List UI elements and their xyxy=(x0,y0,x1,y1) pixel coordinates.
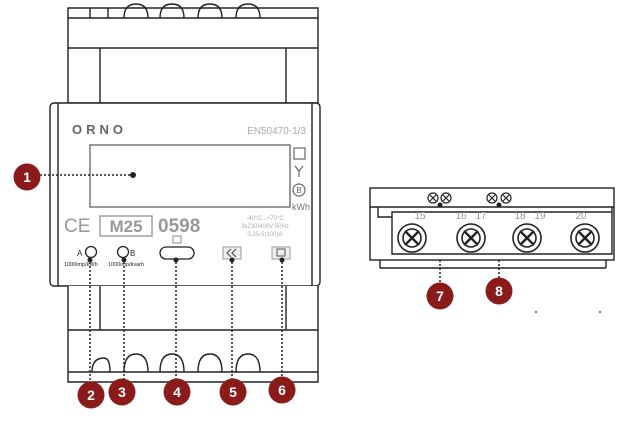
svg-text:8: 8 xyxy=(495,283,503,299)
lcd-display xyxy=(89,144,291,208)
callout-1: 1 xyxy=(13,163,41,191)
terminal-number: 15 xyxy=(414,211,426,222)
svg-text:3: 3 xyxy=(118,384,126,400)
terminal-number: 16 xyxy=(455,211,467,222)
spec-line-3: 0.25-5(100)A xyxy=(247,232,282,238)
contact-screw-group-7 xyxy=(427,192,452,204)
terminal-number: 17 xyxy=(475,211,487,222)
ce-mark: CE xyxy=(64,216,90,237)
svg-text:5: 5 xyxy=(229,384,237,400)
led-b-leader-dot xyxy=(121,257,127,263)
metrology-mark: M25 xyxy=(109,217,142,236)
svg-text:7: 7 xyxy=(436,288,444,304)
spec-line-1: -40°C...+70°C xyxy=(246,216,284,222)
callout-7: 7 xyxy=(426,282,454,310)
page-leader-dot xyxy=(279,257,285,263)
program-button-icon xyxy=(172,235,182,244)
brand-logo-text: ORNO xyxy=(72,122,127,137)
led-a-letter: A xyxy=(77,249,83,258)
callout-3: 3 xyxy=(108,378,136,406)
callout-5: 5 xyxy=(219,378,247,406)
callout-2: 2 xyxy=(77,381,105,409)
screw-8-leader-dot xyxy=(496,202,502,208)
program-leader-dot xyxy=(173,257,179,263)
indicator-b-icon xyxy=(292,183,306,197)
terminal-number: 20 xyxy=(575,211,587,222)
display-leader-dot xyxy=(130,172,136,178)
screw-7-leader-dot xyxy=(437,202,443,208)
led-a-text: 1000imp/kWh xyxy=(64,262,98,268)
notified-body-number: 0598 xyxy=(158,216,200,237)
network-icon xyxy=(294,165,304,177)
svg-text:4: 4 xyxy=(173,384,181,400)
spec-line-2: 3x230/400V 50Hz xyxy=(241,224,289,230)
led-a-icon xyxy=(84,245,98,259)
led-b-icon xyxy=(116,245,130,259)
program-button[interactable] xyxy=(159,246,195,260)
metrology-mark-box xyxy=(99,215,153,237)
scroll-leader-dot xyxy=(229,257,235,263)
callout-4: 4 xyxy=(163,378,191,406)
svg-text:6: 6 xyxy=(278,382,286,398)
double-chevron-left-icon xyxy=(226,248,237,258)
terminal-number: 18 xyxy=(514,211,526,222)
terminal-screws xyxy=(397,223,600,253)
stray-dot xyxy=(535,311,537,313)
stray-dot xyxy=(599,311,601,313)
led-a-leader-dot xyxy=(87,257,93,263)
standard-label: EN50470-1/3 xyxy=(247,126,306,137)
square-icon xyxy=(293,147,306,160)
terminal-number: 19 xyxy=(534,211,546,222)
callout-8: 8 xyxy=(485,277,513,305)
svg-text:1: 1 xyxy=(23,169,31,185)
led-b-text: 1000imp/kvarh xyxy=(108,262,144,268)
svg-text:2: 2 xyxy=(87,387,95,403)
page-icon xyxy=(276,248,286,257)
callout-6: 6 xyxy=(268,376,296,404)
led-b-letter: B xyxy=(130,249,135,258)
contact-screw-group-8 xyxy=(486,192,512,204)
leader-lines xyxy=(40,174,500,388)
indicator-b-letter: B xyxy=(296,186,301,195)
unit-label: kWh xyxy=(292,202,310,212)
